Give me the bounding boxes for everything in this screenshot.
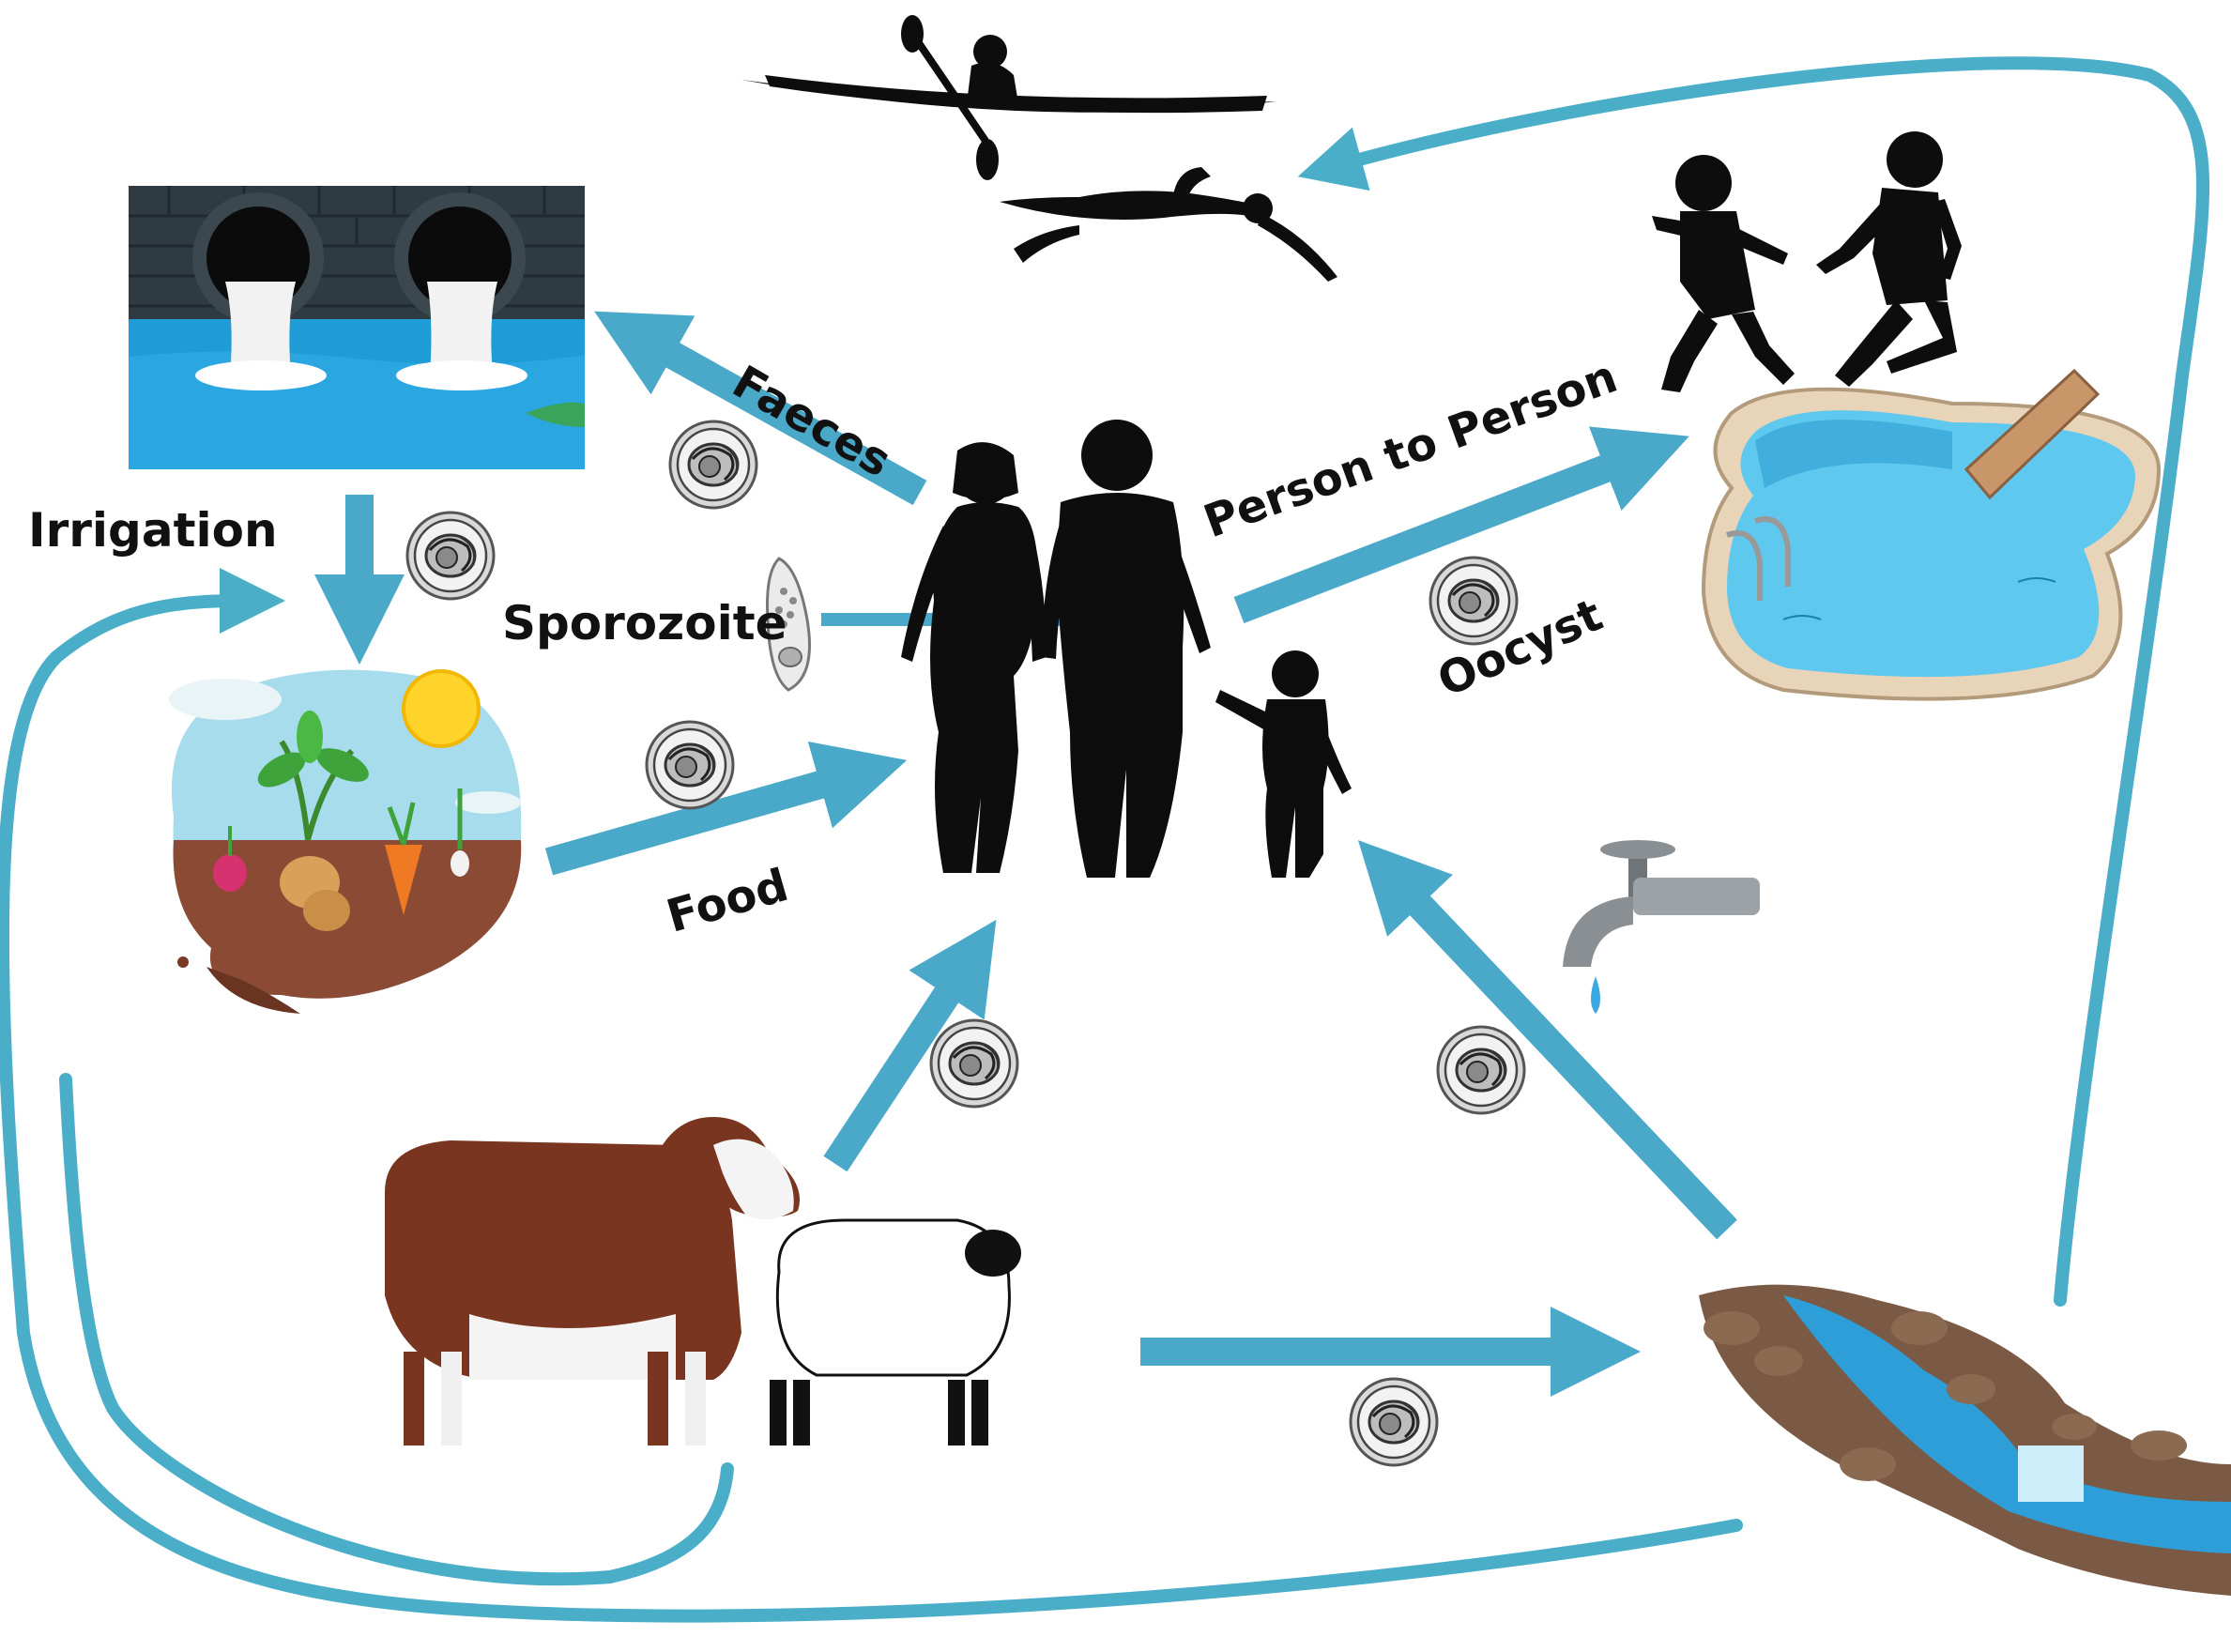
arrow-stream-to-people [1389,873,1727,1230]
oocyst-icon [647,722,733,808]
oocyst-icon [1351,1379,1437,1465]
oocyst-icon [407,512,494,599]
sheep-icon [770,1220,1021,1446]
oocyst-icon [931,1020,1017,1107]
label-irrigation: Irrigation [28,503,278,558]
pool-icon [1704,371,2159,699]
oocyst-icon [670,421,756,508]
running-children-icon [1652,131,1962,392]
cow-icon [385,1117,800,1446]
label-sporozoite: Sporozoite [502,596,787,650]
stream-icon [1699,1285,2231,1596]
swimmer-icon [1000,167,1337,282]
kayaker-icon [741,15,1276,180]
oocyst-icon [1438,1027,1524,1113]
faucet-icon [1563,840,1760,1014]
farm-soil-icon [169,670,521,1014]
sewage-pipes-icon [129,186,585,469]
